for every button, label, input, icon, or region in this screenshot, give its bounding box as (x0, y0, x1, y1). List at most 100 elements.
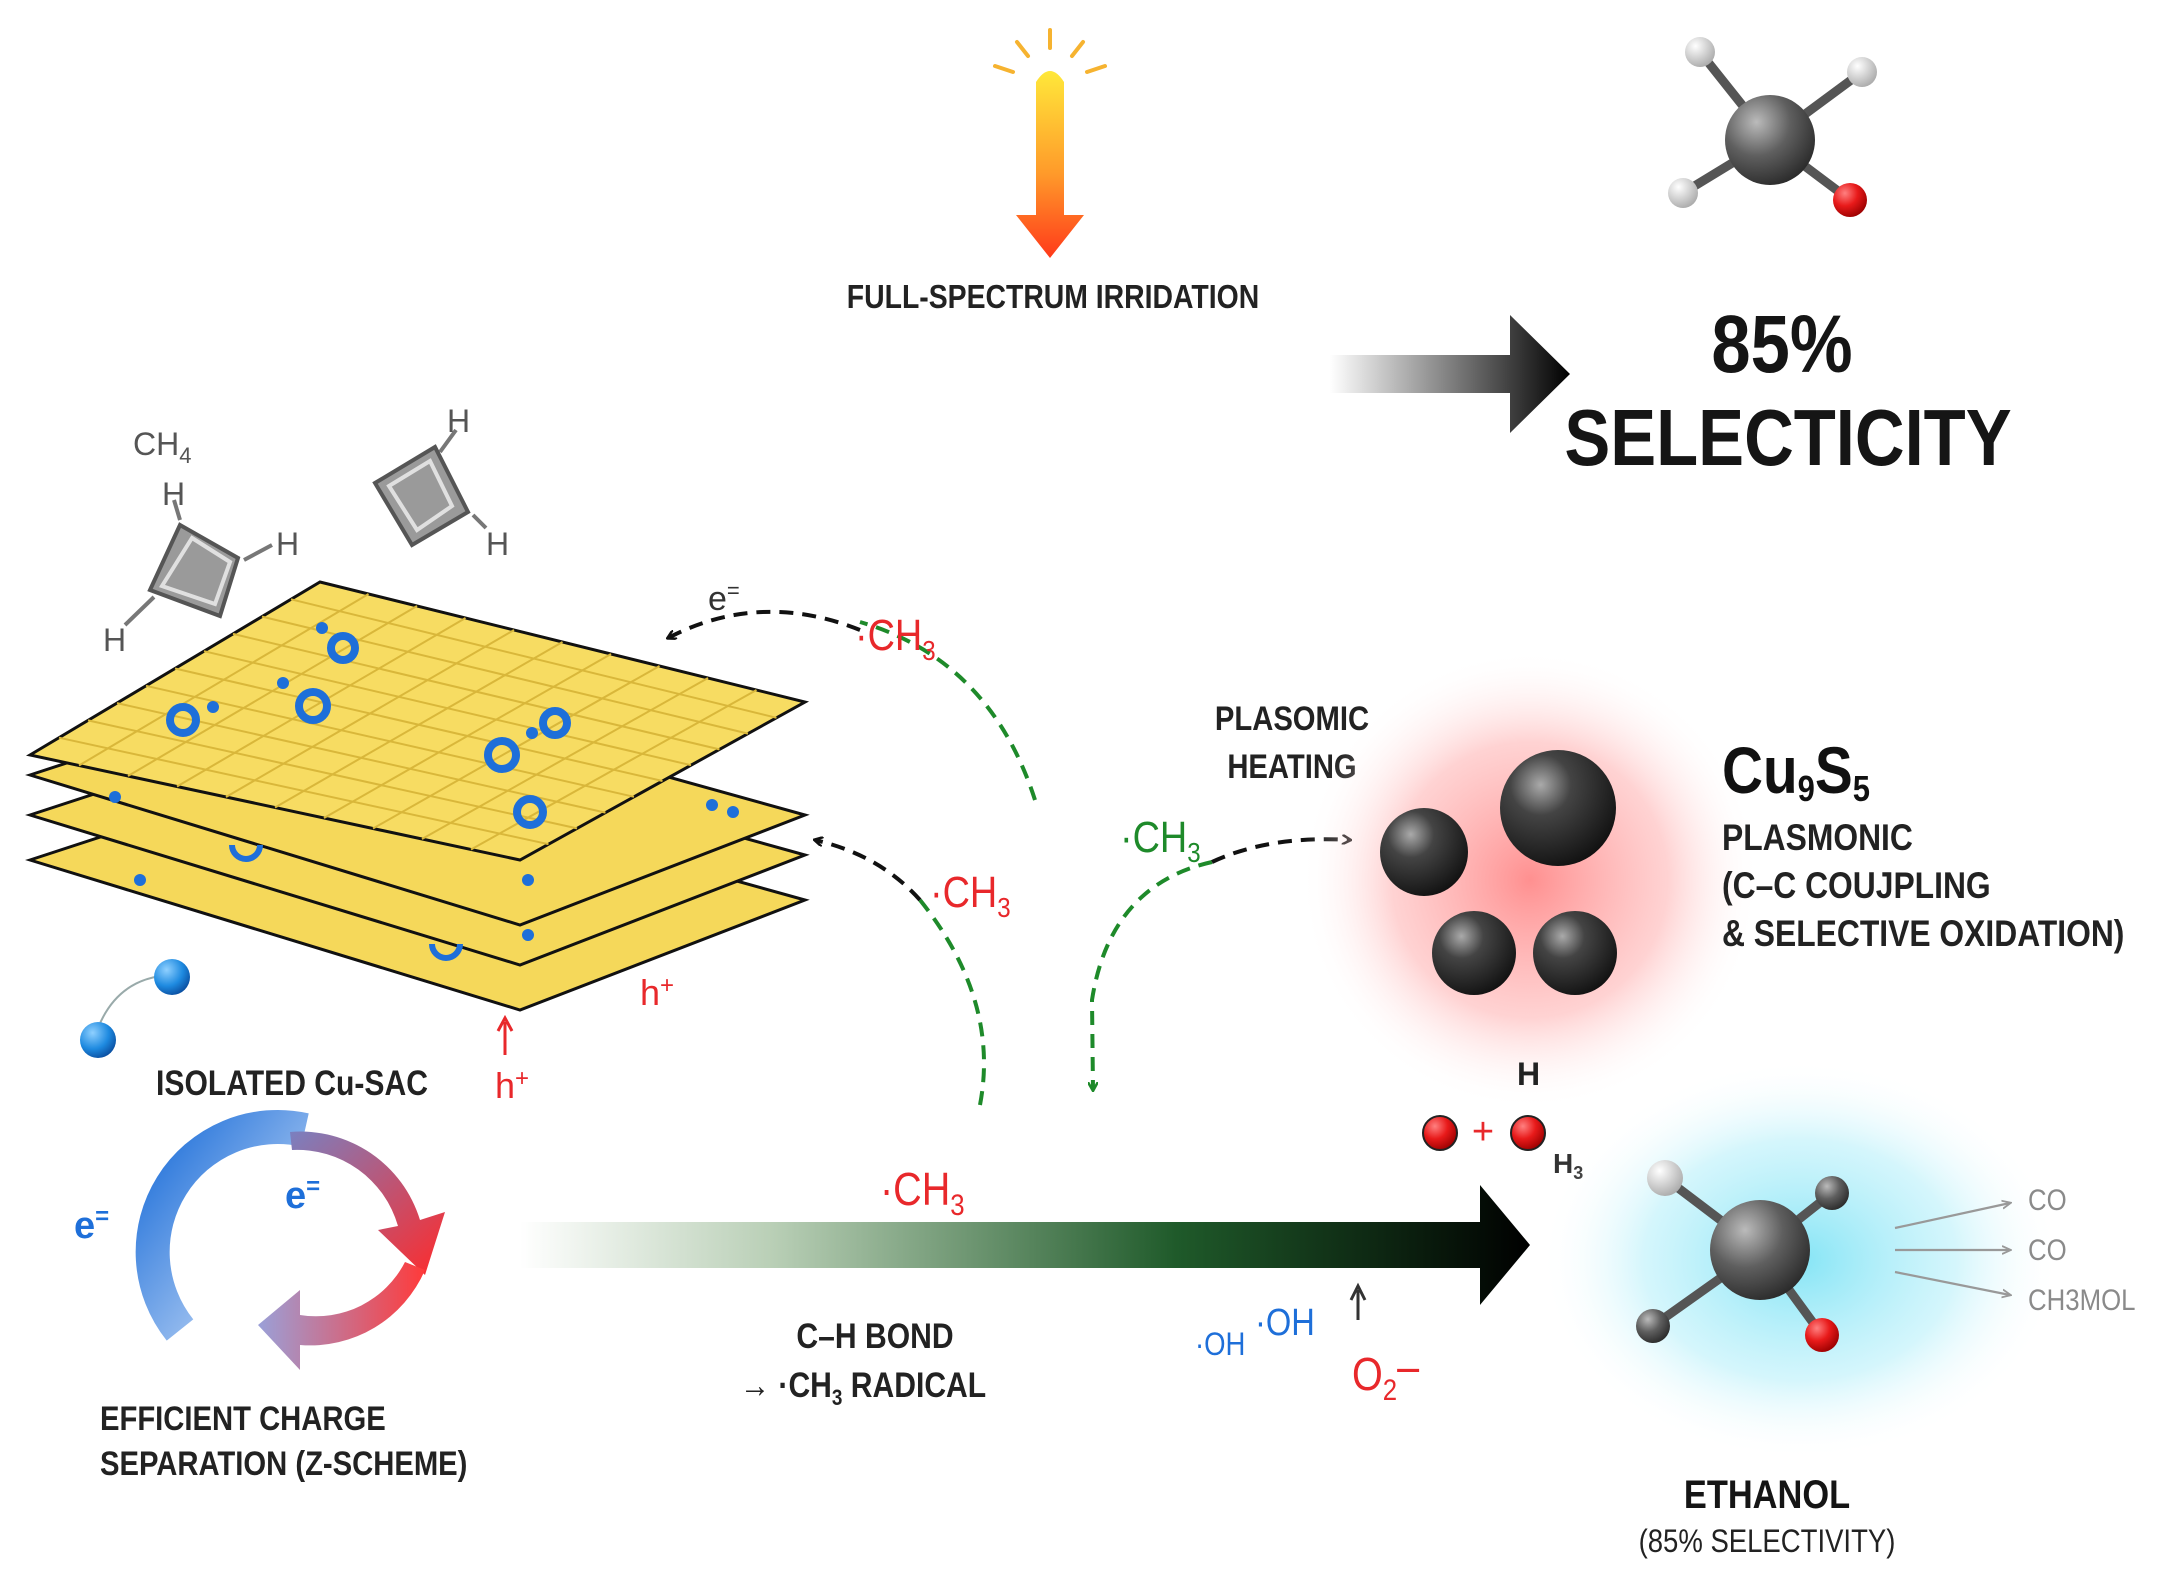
byproduct-co: CO (2028, 1183, 2067, 1216)
formula-9: 9 (1798, 770, 1815, 810)
bond-line2-sub: 3 (832, 1386, 843, 1411)
hydroxyl-radical-label: ·OH (1255, 1301, 1315, 1344)
charge-separation-line1: EFFICIENT CHARGE (100, 1399, 386, 1438)
isolated-cu-sac-label: ISOLATED Cu-SAC (156, 1063, 428, 1103)
cu-site-icon (295, 688, 331, 724)
radical-flow-arrow (859, 620, 1037, 801)
formula-cu: Cu (1722, 734, 1798, 808)
selectivity-value: 85% (1711, 299, 1852, 390)
ethanol-molecule-icon (1636, 1160, 1849, 1352)
h-label: H (103, 622, 126, 658)
h-plus-sup: + (515, 1065, 529, 1092)
electron-label: e (708, 580, 727, 618)
radical-dot: · (1120, 812, 1133, 861)
cu-site-icon (484, 737, 520, 773)
svg-text:·CH3: ·CH3 (1120, 812, 1201, 868)
oxygen-charge: – (1397, 1341, 1419, 1392)
byproduct-methanol: CH3MOL (2028, 1283, 2135, 1316)
methyl-subscript: 3 (1187, 836, 1200, 868)
radical-dot: · (930, 867, 943, 916)
electron-transfer-arrow (815, 840, 922, 902)
svg-text:e=: e= (285, 1173, 320, 1217)
svg-text:O2–: O2– (1352, 1341, 1419, 1406)
methyl-subscript: 3 (950, 1188, 964, 1221)
svg-text:·CH3: ·CH3 (855, 610, 936, 666)
oxygen-atom-icon (1422, 1115, 1546, 1151)
h-plus-label: h (640, 972, 660, 1013)
methyl-radical-label: CH (893, 1164, 950, 1215)
h-label: H (1517, 1056, 1540, 1092)
methyl-radical-label: CH (868, 610, 923, 659)
product-name: ETHANOL (1684, 1472, 1850, 1517)
methyl-subscript: 3 (922, 634, 935, 666)
hydroxyl-radical-label: ·OH (1195, 1327, 1245, 1362)
byproduct-arrows (1894, 1203, 2010, 1295)
sheet-grid-line (203, 650, 692, 767)
svg-text:h+: h+ (640, 972, 674, 1013)
oxygen-subscript: 2 (1383, 1373, 1397, 1406)
svg-text:h+: h+ (495, 1065, 529, 1106)
radical-dot: · (880, 1164, 893, 1215)
radical-dot: · (855, 610, 868, 659)
h-plus-sup: + (660, 972, 674, 999)
formula-s: S (1815, 734, 1853, 808)
selectivity-label: SELECTICITY (1564, 392, 2011, 482)
radical-flow-arrow (918, 898, 986, 1106)
svg-text:·CH3: ·CH3 (930, 867, 1011, 923)
electron-sup: = (95, 1203, 109, 1230)
plasmonic-heating-line1: PLASOMIC (1215, 699, 1369, 738)
molecule-ring-icon (123, 499, 273, 627)
electron-label: e (285, 1175, 306, 1217)
sheet-grid-line (323, 653, 612, 819)
methyl-radical-label: CH (943, 867, 998, 916)
molecule-ring-icon (372, 428, 488, 548)
product-selectivity: (85% SELECTIVITY) (1639, 1524, 1896, 1559)
ch4-subscript: 4 (179, 443, 191, 468)
sheet-grid-line (290, 598, 777, 719)
top-process-arrow (1330, 315, 1570, 433)
product-molecule-icon (1668, 37, 1877, 217)
charge-separation-line2: SEPARATION (Z-SCHEME) (100, 1444, 467, 1483)
electron-carrier-icon (80, 959, 190, 1058)
bond-line1: C–H BOND (796, 1316, 953, 1356)
svg-text:CH4: CH4 (133, 426, 191, 468)
svg-text:·CH3: ·CH3 (880, 1164, 965, 1221)
sunlight-icon (993, 28, 1107, 258)
ch4-label: CH (133, 426, 179, 462)
electron-sup: = (727, 578, 740, 603)
cu-site-icon (166, 703, 200, 737)
sheet-grid-line (421, 677, 709, 840)
cu9s5-nanoparticle-icon (1380, 750, 1617, 995)
cu-site-icon (539, 707, 571, 739)
electron-label: e (74, 1205, 95, 1247)
catalyst-sheet-stack (25, 580, 810, 1012)
svg-text:Cu9S5: Cu9S5 (1722, 734, 1870, 810)
bond-line2-prefix: → ·CH (740, 1365, 832, 1405)
charge-cycle-icon (135, 1109, 445, 1370)
svg-text:→ ·CH3 RADICAL: → ·CH3 RADICAL (740, 1365, 986, 1411)
plus-sign: + (1472, 1111, 1494, 1153)
plasmonic-desc-line2: (C–C COUJPLING (1722, 866, 1991, 907)
h-label: H (276, 526, 299, 562)
main-reaction-arrow (520, 1185, 1530, 1305)
cu-site-icon (513, 795, 547, 829)
svg-text:e=: e= (708, 578, 740, 618)
sheet-grid-line (232, 632, 720, 751)
irradiation-label: FULL-SPECTRUM IRRIDATION (847, 278, 1259, 316)
bond-line2-suffix: RADICAL (842, 1365, 986, 1405)
byproduct-co: CO (2028, 1233, 2067, 1266)
methyl-radical-label: CH (1133, 812, 1188, 861)
plasmonic-desc-line1: PLASMONIC (1722, 818, 1913, 859)
formula-5: 5 (1853, 770, 1870, 810)
plasmonic-desc-line3: & SELECTIVE OXIDATION) (1722, 914, 2124, 955)
cu-site-icon (327, 632, 359, 664)
h-label: H (447, 403, 470, 439)
electron-sup: = (306, 1173, 320, 1200)
h-label: H (486, 526, 509, 562)
svg-text:e=: e= (74, 1203, 109, 1247)
sheet-grid-line (274, 641, 563, 809)
plasmonic-glow (1300, 650, 1760, 1110)
h-plus-label: h (495, 1065, 515, 1106)
oxygen-label: O (1352, 1349, 1383, 1400)
